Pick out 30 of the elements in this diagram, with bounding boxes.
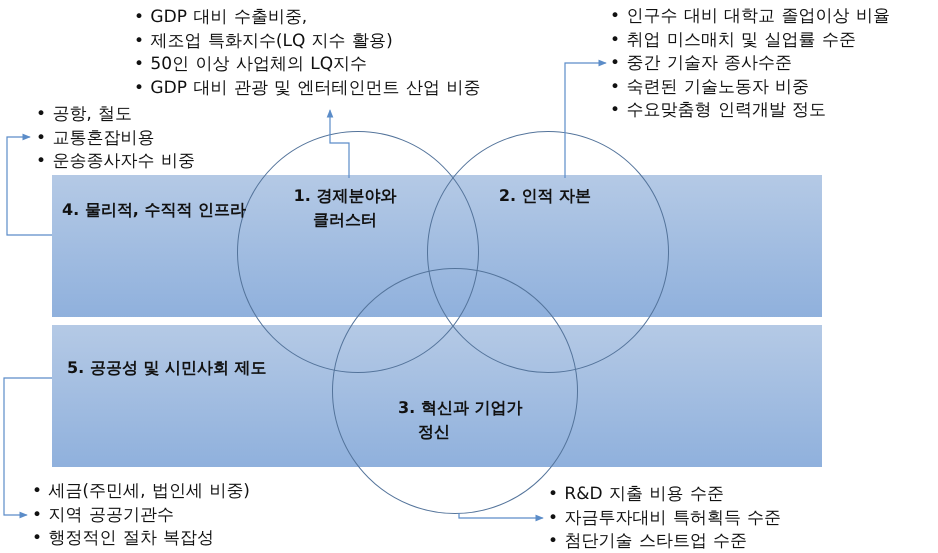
connector-arrow	[326, 109, 350, 178]
bullet-item: • 교통혼잡비용	[36, 126, 156, 150]
bullet-item: • 수요맞춤형 인력개발 정도	[610, 99, 828, 122]
circle-label: 3. 혁신과 기업가정신	[398, 397, 524, 443]
band-label: 4. 물리적, 수직적 인프라	[62, 199, 247, 221]
bullet-item: • 제조업 특화지수(LQ 지수 활용)	[134, 30, 394, 52]
band	[52, 175, 822, 317]
bullet-item: • 운송종사자수 비중	[36, 150, 195, 173]
bullet-item: • 지역 공공기관수	[32, 504, 175, 526]
connector-arrow	[564, 60, 607, 178]
bullet-item: • 공항, 철도	[36, 103, 134, 126]
bullet-item: • 세금(주민세, 법인세 비중)	[32, 480, 250, 503]
bullet-item: • 자금투자대비 특허획득 수준	[548, 506, 782, 530]
bullet-item: • 행정적인 절차 복잡성	[32, 527, 216, 550]
connector-arrow	[458, 513, 544, 522]
band	[52, 325, 822, 467]
connector-arrow	[6, 134, 52, 236]
bullet-item: • 숙련된 기술노동자 비중	[610, 76, 810, 98]
circle-label: 2. 인적 자본	[498, 185, 592, 207]
bullet-item: • 중간 기술자 종사수준	[610, 52, 794, 75]
bullet-item: • 취업 미스매치 및 실업률 수준	[610, 28, 858, 52]
bullet-item: • 인구수 대비 대학교 졸업이상 비율	[610, 5, 890, 28]
bullet-item: • GDP 대비 관광 및 엔터테인먼트 산업 비중	[134, 76, 480, 100]
bullet-item: • 첨단기술 스타트업 수준	[548, 530, 748, 553]
bullet-item: • R&D 지출 비용 수준	[548, 483, 725, 506]
bullet-item: • 50인 이상 사업체의 LQ지수	[134, 53, 368, 76]
connector-arrow	[3, 377, 52, 518]
bullet-item: • GDP 대비 수출비중,	[134, 6, 308, 29]
circle-label: 1. 경제분야와 클러스터	[292, 185, 398, 231]
band-label: 5. 공공성 및 시민사회 제도	[67, 357, 268, 379]
